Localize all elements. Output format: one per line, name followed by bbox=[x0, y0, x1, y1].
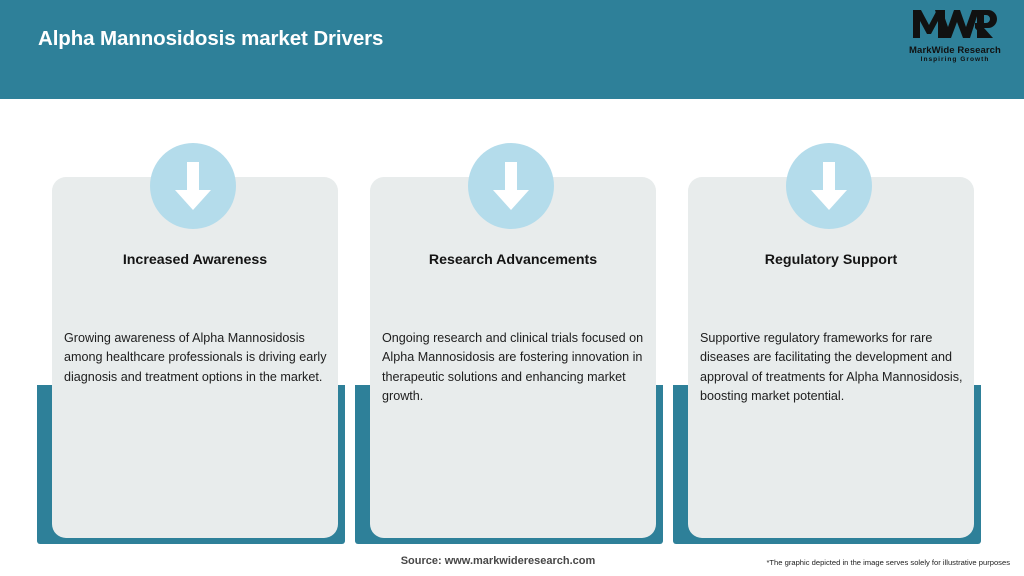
card-heading: Research Advancements bbox=[428, 252, 598, 268]
card-heading: Increased Awareness bbox=[122, 252, 268, 268]
card-body-text: Growing awareness of Alpha Mannosidosis … bbox=[64, 331, 327, 384]
down-arrow-icon bbox=[150, 143, 236, 229]
down-arrow-icon bbox=[786, 143, 872, 229]
card-surface bbox=[688, 177, 974, 538]
card-heading: Regulatory Support bbox=[764, 252, 898, 268]
disclaimer-label: *The graphic depicted in the image serve… bbox=[766, 558, 1010, 567]
page-title: Alpha Mannosidosis market Drivers bbox=[38, 27, 384, 50]
mwr-monogram-icon bbox=[913, 9, 997, 44]
brand-logo: MarkWide Research Inspiring Growth bbox=[902, 9, 1008, 63]
header-bar bbox=[0, 0, 1024, 99]
card-body-text: Supportive regulatory frameworks for rar… bbox=[700, 331, 963, 403]
down-arrow-icon bbox=[468, 143, 554, 229]
card-body-text: Ongoing research and clinical trials foc… bbox=[382, 331, 644, 403]
logo-company-name: MarkWide Research bbox=[909, 45, 1001, 56]
logo-tagline: Inspiring Growth bbox=[920, 56, 990, 63]
source-label: Source: www.markwideresearch.com bbox=[400, 555, 596, 567]
card-surface bbox=[52, 177, 338, 538]
card-surface bbox=[370, 177, 656, 538]
